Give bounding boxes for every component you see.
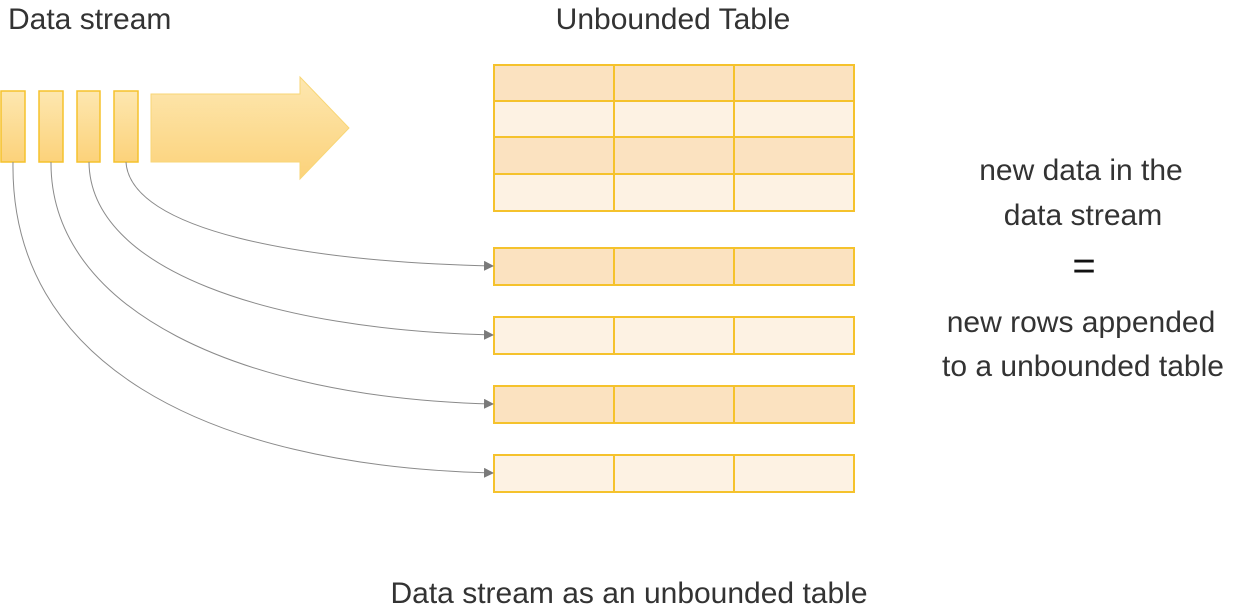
appended-row-4 bbox=[493, 454, 855, 493]
row-cell bbox=[493, 385, 615, 424]
stream-block bbox=[76, 90, 101, 163]
row-cell bbox=[493, 247, 615, 286]
stream-direction-arrow bbox=[150, 75, 350, 181]
table-cell bbox=[493, 100, 615, 138]
table-cell bbox=[613, 100, 735, 138]
stream-block bbox=[0, 90, 26, 163]
equals-sign: = bbox=[1072, 244, 1095, 288]
explanation-line-3: new rows appended bbox=[947, 306, 1216, 339]
table-cell bbox=[613, 173, 735, 212]
connector-arrow bbox=[125, 161, 494, 271]
row-cell bbox=[613, 316, 735, 355]
row-cell bbox=[733, 454, 855, 493]
explanation: new data in the data stream = new rows a… bbox=[942, 154, 1224, 383]
explanation-line-1: new data in the bbox=[979, 154, 1182, 187]
connector-arrow bbox=[12, 161, 494, 478]
row-cell bbox=[613, 454, 735, 493]
table-cell bbox=[733, 64, 855, 102]
table-cell bbox=[733, 100, 855, 138]
row-cell bbox=[733, 316, 855, 355]
row-cell bbox=[493, 316, 615, 355]
table-cell bbox=[613, 64, 735, 102]
appended-row-1 bbox=[493, 247, 855, 286]
unbounded-table bbox=[493, 64, 855, 212]
appended-row-2 bbox=[493, 316, 855, 355]
stream-block bbox=[38, 90, 64, 163]
diagram-caption: Data stream as an unbounded table bbox=[391, 577, 868, 607]
table-cell bbox=[493, 64, 615, 102]
row-cell bbox=[613, 247, 735, 286]
connector-arrow bbox=[88, 161, 494, 340]
explanation-line-4: to a unbounded table bbox=[942, 350, 1224, 383]
table-cell bbox=[733, 136, 855, 175]
table-label: Unbounded Table bbox=[556, 3, 791, 36]
row-cell bbox=[733, 385, 855, 424]
table-cell bbox=[733, 173, 855, 212]
explanation-line-2: data stream bbox=[1004, 199, 1162, 232]
stream-block bbox=[113, 90, 139, 163]
row-cell bbox=[733, 247, 855, 286]
table-cell bbox=[493, 173, 615, 212]
stream-blocks bbox=[0, 90, 139, 163]
connectors bbox=[12, 161, 494, 478]
row-cell bbox=[493, 454, 615, 493]
row-cell bbox=[613, 385, 735, 424]
connector-arrow bbox=[50, 161, 494, 409]
table-cell bbox=[613, 136, 735, 175]
appended-row-3 bbox=[493, 385, 855, 424]
table-cell bbox=[493, 136, 615, 175]
stream-label: Data stream bbox=[8, 3, 171, 36]
